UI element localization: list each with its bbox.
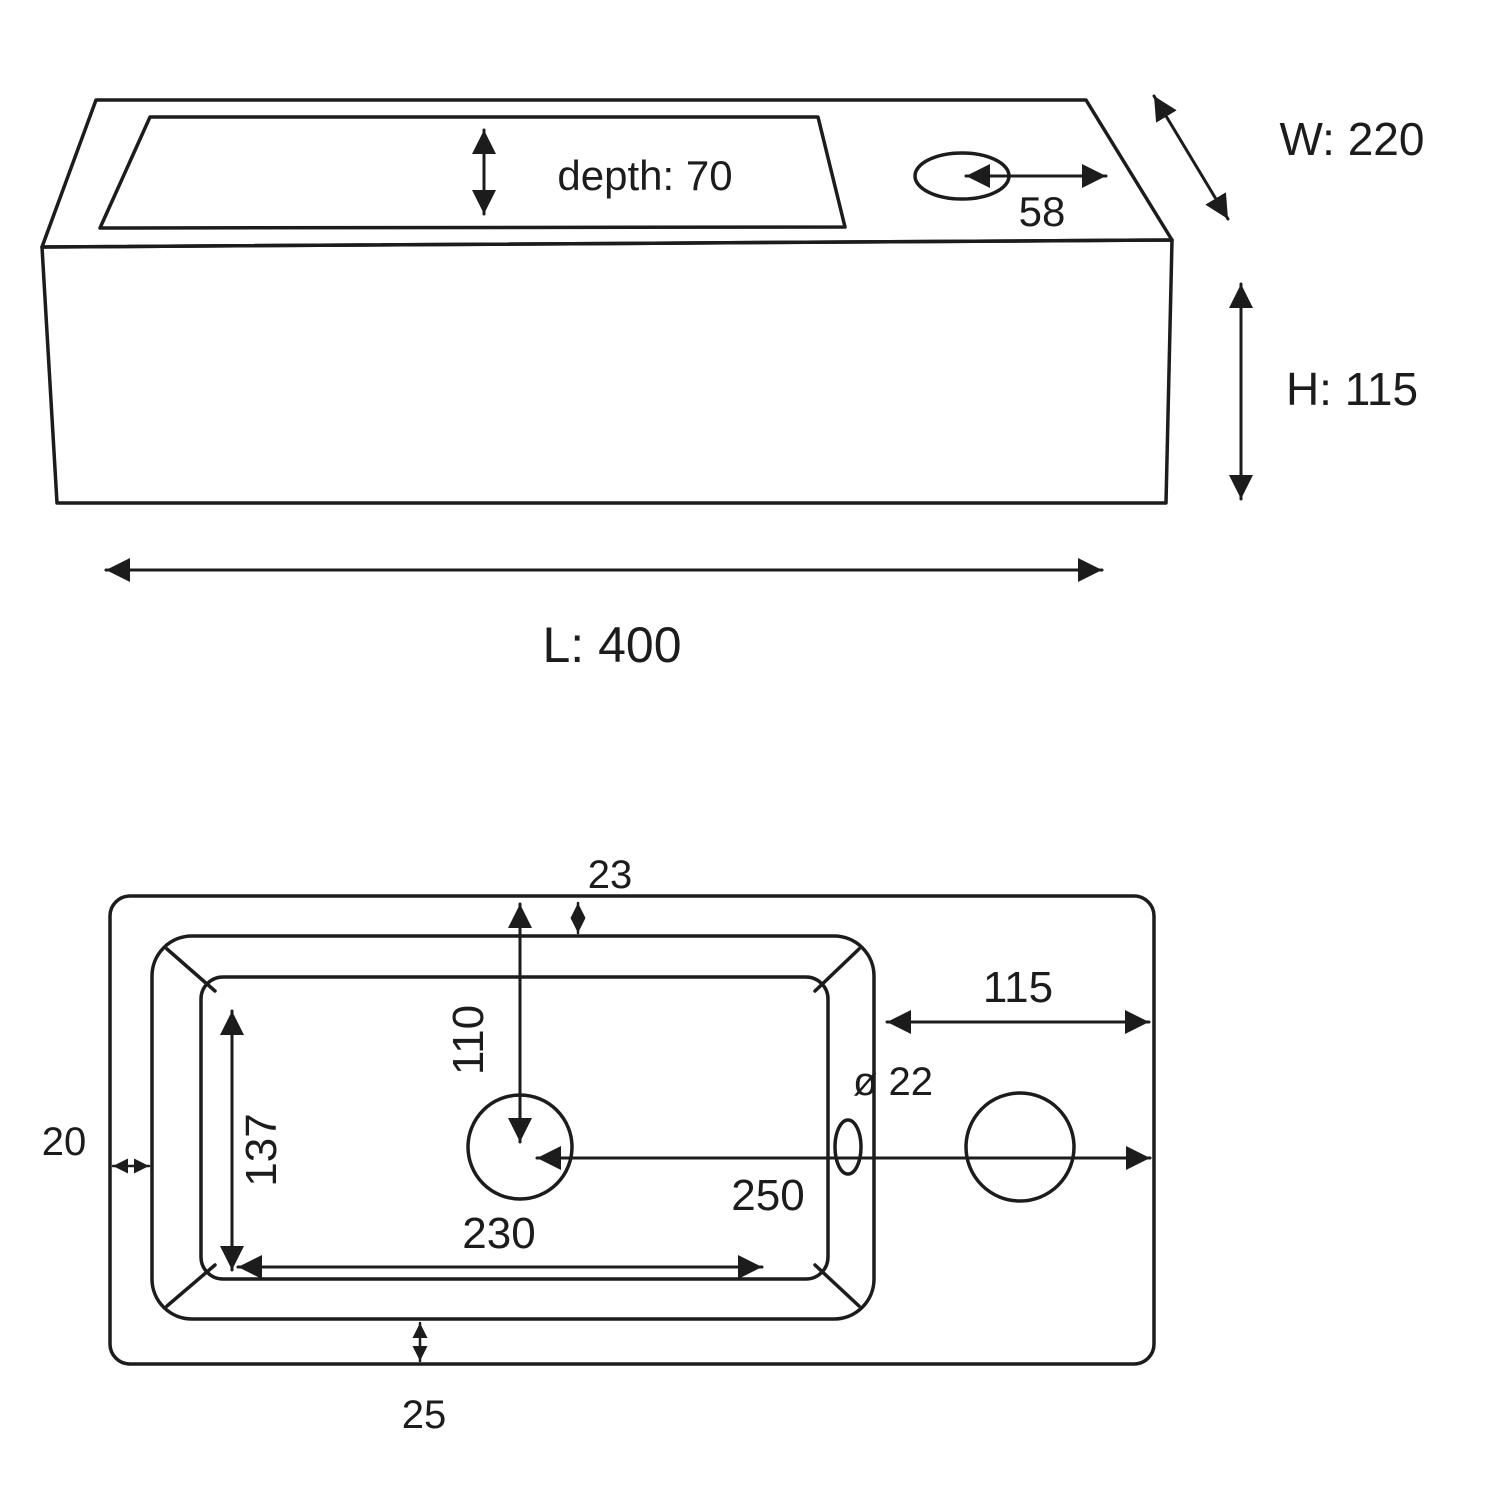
overflow-hole bbox=[833, 1118, 863, 1176]
sink-outline bbox=[108, 894, 1156, 1366]
width-dimension-arrow bbox=[1152, 94, 1230, 221]
tap-hole-plan bbox=[964, 1091, 1076, 1203]
perspective-view: depth: 70 58 W: 220 H: 115 L: 400 bbox=[40, 94, 1425, 673]
drain-from-top-dimension-label: 110 bbox=[444, 1005, 493, 1075]
basin-opening bbox=[98, 115, 847, 230]
left-gap-dimension-label: 20 bbox=[42, 1120, 87, 1164]
tap-offset-dimension-label: 58 bbox=[1019, 188, 1066, 235]
height-dimension-label: H: 115 bbox=[1286, 363, 1418, 415]
basin-width-dimension-label: 230 bbox=[462, 1209, 535, 1258]
depth-dimension-label: depth: 70 bbox=[557, 152, 732, 199]
length-dimension-label: L: 400 bbox=[542, 617, 681, 673]
basin-corner-line-br bbox=[813, 1263, 861, 1308]
basin-corner-line-tl bbox=[165, 947, 217, 993]
width-dimension-label: W: 220 bbox=[1280, 113, 1425, 165]
bottom-gap-dimension-label: 25 bbox=[402, 1393, 447, 1437]
basin-corner-line-tr bbox=[813, 947, 861, 993]
overflow-diameter-label: ø 22 bbox=[853, 1060, 933, 1104]
plan-view: 23 110 115 137 ø 22 250 230 20 25 bbox=[42, 853, 1156, 1437]
right-offset-dimension-label: 115 bbox=[983, 963, 1053, 1012]
top-gap-dimension-label: 23 bbox=[588, 853, 633, 897]
drain-to-edge-dimension-label: 250 bbox=[731, 1171, 804, 1220]
basin-height-dimension-label: 137 bbox=[237, 1113, 286, 1186]
basin-corner-line-bl bbox=[165, 1263, 217, 1308]
sink-front-face bbox=[40, 238, 1174, 505]
